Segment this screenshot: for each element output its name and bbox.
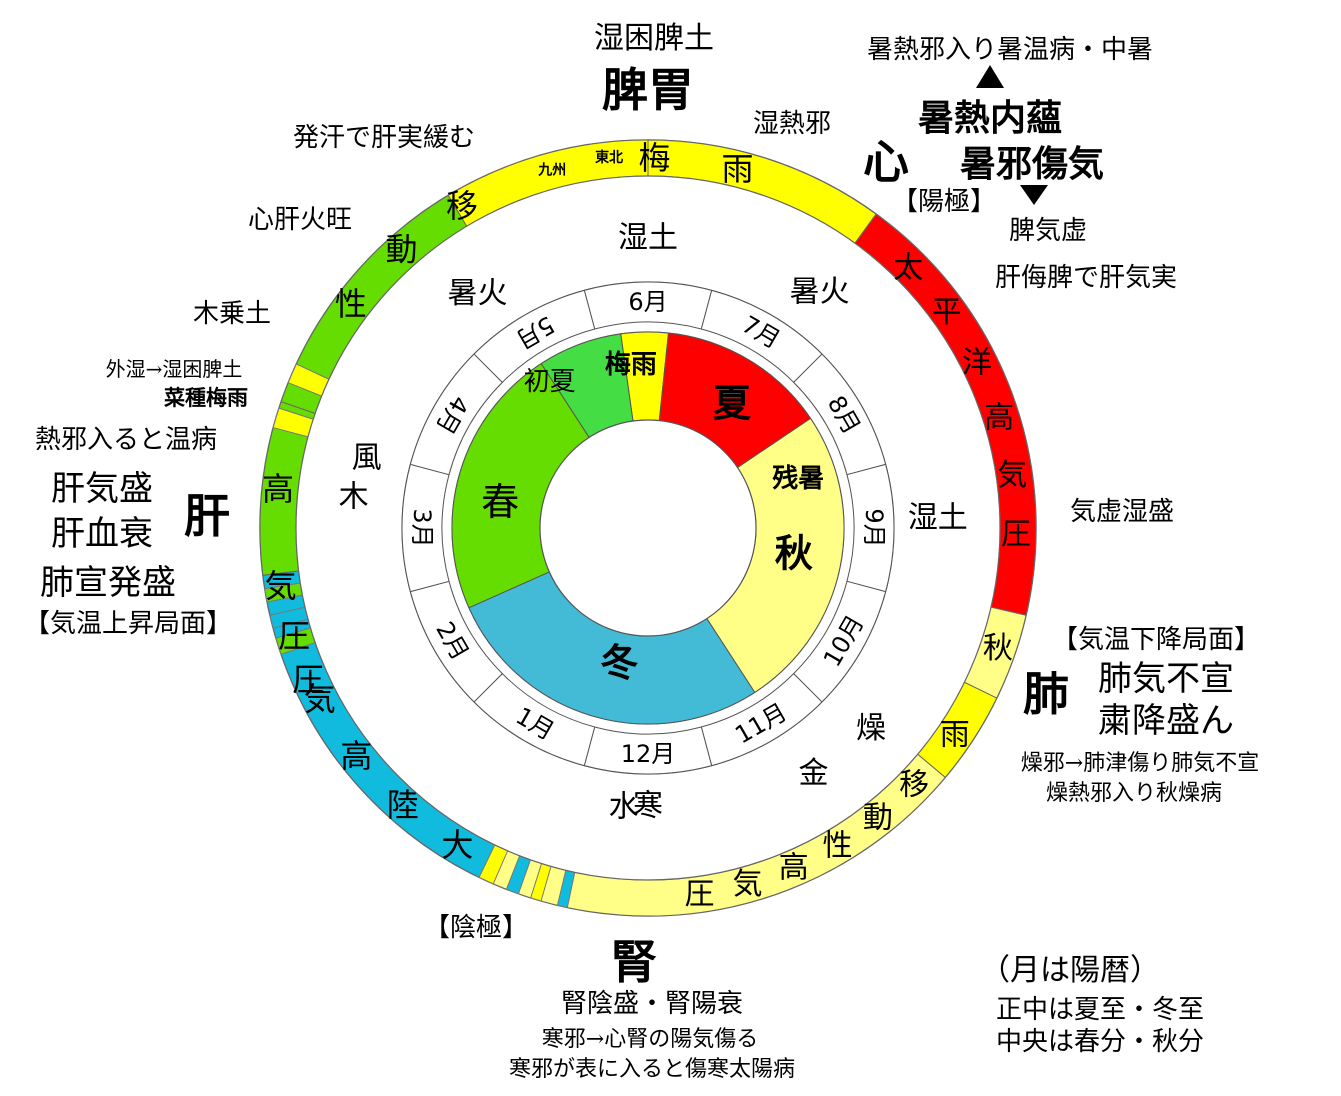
spring-band-char: 気 xyxy=(265,567,297,605)
shinkan-label: 心肝火旺 xyxy=(248,205,352,235)
lower-right-element-1: 燥 xyxy=(856,711,886,746)
shonetsu-naiun-label: 暑熱内蘊 xyxy=(918,98,1062,139)
pacific-band-char: 洋 xyxy=(962,346,992,381)
autumn-band-char: 高 xyxy=(779,851,809,886)
heart-label: 心 xyxy=(863,135,909,189)
month-cell xyxy=(473,289,596,384)
kanbu-label: 肝侮脾で肝気実 xyxy=(995,263,1177,293)
kion-down-label: 【気温下降局面】 xyxy=(1052,625,1260,655)
upper-right-element: 暑火 xyxy=(790,274,850,309)
tsuyu-kyushu-label: 九州 xyxy=(537,163,566,179)
summer-label: 夏 xyxy=(713,382,752,426)
hasen-label: 肺宣発盛 xyxy=(40,563,176,603)
spring-band-char: 性 xyxy=(335,285,367,323)
pacific-band-char: 平 xyxy=(931,295,961,330)
hikikyo-label: 脾気虚 xyxy=(1009,216,1087,246)
kanki-label: 肝気盛 xyxy=(51,469,153,509)
lower-right-element-2: 金 xyxy=(799,756,829,791)
bottom-element-2: 水 xyxy=(609,789,639,824)
right-element: 湿土 xyxy=(908,500,968,535)
pacific-band-char: 気 xyxy=(997,458,1027,493)
autumn-band-char: 気 xyxy=(733,867,763,902)
soja2-label: 燥熱邪入り秋燥病 xyxy=(1046,781,1222,806)
jin-sub-label: 腎陰盛・腎陽衰 xyxy=(561,989,743,1019)
mokujo-label: 木乗土 xyxy=(193,299,271,329)
month-label: 12月 xyxy=(621,740,676,768)
autumn-label: 秋 xyxy=(775,532,813,576)
kanketsu-label: 肝血衰 xyxy=(51,514,153,554)
shoja-label: 暑邪傷気 xyxy=(960,144,1104,185)
autumn-band-char: 動 xyxy=(863,800,893,835)
shitsunetsu-label: 湿熱邪 xyxy=(753,109,831,139)
kikyo-label: 気虚湿盛 xyxy=(1070,497,1174,527)
arrow-down-icon xyxy=(1020,185,1048,205)
rings-layer: 6月7月8月9月10月11月12月1月2月3月4月5月梅雨夏残暑秋冬春初夏湿土暑… xyxy=(259,139,1037,917)
inkyoku-label: 【陰極】 xyxy=(424,913,528,943)
late-heat-label: 残暑 xyxy=(772,464,824,494)
tsuyu-north-label: 東北 xyxy=(595,149,623,166)
tsuyu-band-char: 梅 xyxy=(638,139,670,177)
early-summer-label: 初夏 xyxy=(524,367,576,397)
month-label: 6月 xyxy=(628,288,667,316)
shonetsu-top-label: 暑熱邪入り暑温病・中暑 xyxy=(867,35,1153,65)
autumn-band-char: 性 xyxy=(822,828,852,863)
center-hole xyxy=(539,419,757,637)
continental-band-char: 大 xyxy=(441,826,473,864)
tsuyu-band-char: 雨 xyxy=(722,150,754,188)
spring-label: 春 xyxy=(481,480,519,524)
note-title: （月は陽暦） xyxy=(980,953,1160,988)
liver-label: 肝 xyxy=(184,489,230,543)
bottom-element-1: 寒 xyxy=(633,789,663,824)
soja1-label: 燥邪→肺津傷り肺気不宣 xyxy=(1021,751,1259,776)
netsuja-label: 熱邪入ると温病 xyxy=(35,425,217,455)
upper-left-element: 暑火 xyxy=(448,276,508,311)
autumn-band-char: 移 xyxy=(899,768,929,803)
kanja1-label: 寒邪→心腎の陽気傷る xyxy=(542,1027,758,1052)
pacific-band-char: 高 xyxy=(984,400,1014,435)
kanja2-label: 寒邪が表に入ると傷寒太陽病 xyxy=(509,1057,795,1082)
continental-band-char: 気 xyxy=(304,680,336,718)
pacific-band-char: 太 xyxy=(893,250,923,285)
winter-label: 冬 xyxy=(600,641,638,685)
aki-band-char: 秋 xyxy=(983,631,1013,666)
kion-up-label: 【気温上昇局面】 xyxy=(24,609,232,639)
spring-band-char: 高 xyxy=(262,470,294,508)
pacific-band-char: 圧 xyxy=(1001,517,1031,552)
continental-band-char: 高 xyxy=(340,737,372,775)
gaishitsu-label: 外湿→湿困脾土 xyxy=(106,357,243,381)
natane-label: 菜種梅雨 xyxy=(163,386,248,410)
spring-band-char: 動 xyxy=(385,230,417,268)
shukou-label: 粛降盛ん xyxy=(1098,701,1234,741)
ame-band-char: 雨 xyxy=(940,717,970,752)
lung-label: 肺 xyxy=(1023,667,1069,721)
note-line-1: 正中は夏至・冬至 xyxy=(996,995,1204,1025)
continental-band-char: 陸 xyxy=(387,786,419,824)
left-element-1: 風 xyxy=(352,440,382,475)
arrow-up-icon xyxy=(976,65,1004,88)
yokyoku-label: 【陽極】 xyxy=(892,187,996,217)
top-element: 湿土 xyxy=(618,221,678,256)
left-element-2: 木 xyxy=(339,480,369,515)
labels-layer: 湿困脾土 脾胃 発汗で肝実緩む 心肝火旺 木乗土 外湿→湿困脾土 菜種梅雨 熱邪… xyxy=(24,21,1260,1082)
haiki-label: 肺気不宣 xyxy=(1098,659,1234,699)
month-label: 9月 xyxy=(860,508,888,547)
tsuyu-season-label: 梅雨 xyxy=(605,349,657,380)
spring-band-char: 圧 xyxy=(292,660,324,698)
month-label: 3月 xyxy=(408,508,436,547)
note-line-2: 中央は春分・秋分 xyxy=(996,1027,1204,1057)
hakkan-label: 発汗で肝実緩む xyxy=(293,123,475,153)
spring-band-char: 移 xyxy=(446,187,478,225)
continental-band-char: 圧 xyxy=(278,617,310,655)
autumn-band-char: 圧 xyxy=(684,877,714,912)
spleen-stomach-label: 脾胃 xyxy=(602,63,694,117)
kidney-label: 腎 xyxy=(611,935,657,989)
top-sub-label: 湿困脾土 xyxy=(594,21,714,56)
